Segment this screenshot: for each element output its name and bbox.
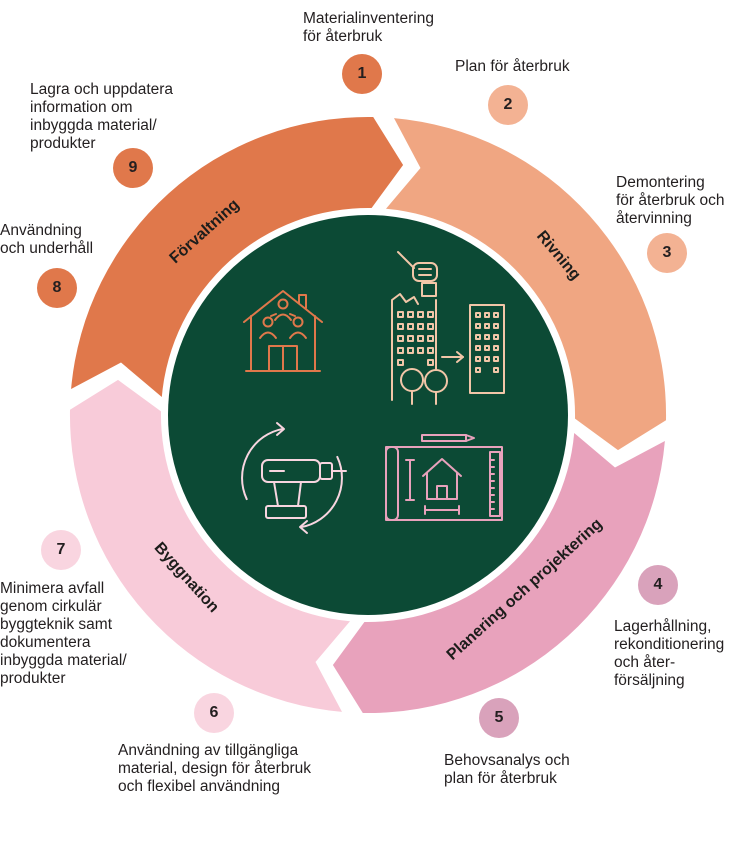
- step-3-badge: 3: [647, 233, 687, 273]
- step-4-line-1: Lagerhållning,: [614, 618, 712, 635]
- step-6-description: Användning av tillgängliga material, des…: [118, 742, 311, 796]
- step-6-line-3: och flexibel användning: [118, 778, 281, 795]
- step-1-line-1: Materialinventering: [303, 10, 434, 27]
- step-1-description: Materialinventering för återbruk: [303, 10, 434, 46]
- step-1-line-2: för återbruk: [303, 28, 383, 45]
- step-6-badge: 6: [194, 693, 234, 733]
- drill-circular-arrows-icon: [241, 422, 347, 534]
- step-5-badge: 5: [479, 698, 519, 738]
- step-5-line-2: plan för återbruk: [444, 770, 557, 787]
- house-with-people-icon: [243, 290, 323, 372]
- step-5-description: Behovsanalys och plan för återbruk: [444, 752, 570, 788]
- step-7-badge: 7: [41, 530, 81, 570]
- step-7-line-5: inbyggda material/: [0, 652, 127, 669]
- step-4-line-4: försäljning: [614, 672, 685, 689]
- step-8-line-1: Användning: [0, 222, 82, 239]
- step-7-line-2: genom cirkulär: [0, 598, 102, 615]
- step-3-description: Demontering för återbruk och återvinning: [616, 174, 725, 228]
- step-1-badge: 1: [342, 54, 382, 94]
- step-4-description: Lagerhållning, rekonditionering och åter…: [614, 618, 724, 690]
- demolition-hand-building-icon: [391, 251, 505, 405]
- step-5-line-1: Behovsanalys och: [444, 752, 570, 769]
- step-3-line-1: Demontering: [616, 174, 705, 191]
- step-2-line-1: Plan för återbruk: [455, 58, 570, 75]
- step-6-line-2: material, design för återbruk: [118, 760, 311, 777]
- center-circle: [168, 215, 568, 615]
- step-7-line-3: byggteknik samt: [0, 616, 112, 633]
- step-7-description: Minimera avfall genom cirkulär byggtekni…: [0, 580, 127, 688]
- phase-segment-planering: [332, 433, 665, 714]
- step-7-line-6: produkter: [0, 670, 66, 687]
- step-4-line-3: och åter-: [614, 654, 676, 671]
- phase-segment-rivning: [386, 118, 667, 451]
- step-9-description: Lagra och uppdatera information om inbyg…: [30, 81, 173, 153]
- step-2-description: Plan för återbruk: [455, 58, 570, 76]
- step-9-line-4: produkter: [30, 135, 96, 152]
- step-9-line-3: inbyggda material/: [30, 117, 157, 134]
- step-4-line-2: rekonditionering: [614, 636, 725, 653]
- step-8-badge: 8: [37, 268, 77, 308]
- step-9-badge: 9: [113, 148, 153, 188]
- step-8-description: Användning och underhåll: [0, 222, 93, 258]
- step-3-line-3: återvinning: [616, 210, 692, 227]
- step-2-badge: 2: [488, 85, 528, 125]
- phase-segment-byggnation: [69, 379, 351, 712]
- step-9-line-1: Lagra och uppdatera: [30, 81, 174, 98]
- step-6-line-1: Användning av tillgängliga: [118, 742, 299, 759]
- step-4-badge: 4: [638, 565, 678, 605]
- phase-segment-forvaltning: [71, 116, 404, 397]
- blueprint-house-plan-icon: [385, 434, 503, 521]
- step-9-line-2: information om: [30, 99, 133, 116]
- step-7-line-4: dokumentera: [0, 634, 91, 651]
- step-8-line-2: och underhåll: [0, 240, 94, 257]
- step-3-line-2: för återbruk och: [616, 192, 725, 209]
- step-7-line-1: Minimera avfall: [0, 580, 105, 597]
